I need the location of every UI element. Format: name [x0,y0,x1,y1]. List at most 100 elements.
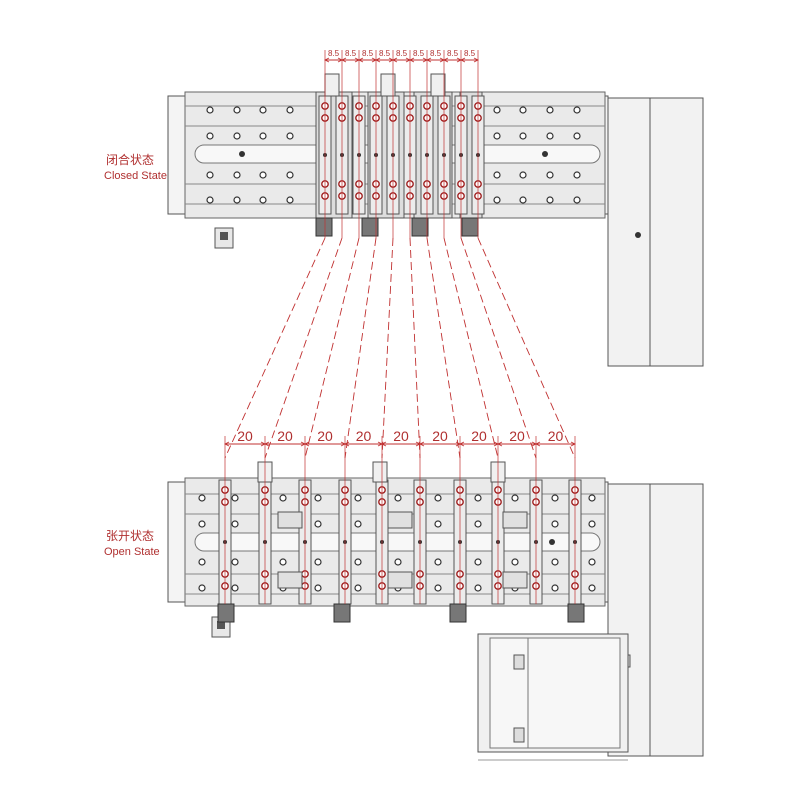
mount-hole [434,494,442,502]
open-state-assembly [167,461,704,761]
mount-hole [206,106,214,114]
mount-hole [286,106,294,114]
mount-hole [198,494,206,502]
clamp-block [502,571,528,589]
mount-hole [354,558,362,566]
mount-hole [546,132,554,140]
mount-hole [394,558,402,566]
mount-hole [474,494,482,502]
dimension-arrow [459,441,465,447]
mount-hole [286,132,294,140]
dimension-label: 8.5 [464,49,476,58]
carrier-foot [461,217,479,237]
mount-hole [519,171,527,179]
mount-hole [493,171,501,179]
dimension-arrow [570,441,576,447]
dimension-label: 20 [471,428,487,444]
dimension-arrow [304,441,310,447]
mount-hole [279,558,287,566]
mount-hole [206,132,214,140]
clamp-block [387,511,413,529]
dimension-label: 20 [393,428,409,444]
dimension-label: 20 [509,428,525,444]
dimension-label: 8.5 [379,49,391,58]
carrier-foot [567,603,585,623]
dimension-arrow [497,441,503,447]
dimension-arrow [358,57,364,63]
mount-hole [286,171,294,179]
dimension-label: 8.5 [362,49,374,58]
mount-hole [511,558,519,566]
carrier-foot [217,603,235,623]
dimension-label: 8.5 [328,49,340,58]
mount-hole [519,106,527,114]
mount-hole [394,494,402,502]
mount-hole [354,520,362,528]
clamp-block [502,511,528,529]
closed-state-assembly [167,73,704,367]
mount-hole [354,494,362,502]
mount-hole [259,132,267,140]
mount-hole [231,520,239,528]
dimension-arrow [324,57,330,63]
mount-hole [314,520,322,528]
dimension-arrow [409,57,415,63]
jaw-cap [372,461,388,483]
mount-hole [546,171,554,179]
dimension-arrow [419,441,425,447]
carrier-foot [333,603,351,623]
mount-hole [206,171,214,179]
mount-hole [259,106,267,114]
mount-hole [434,520,442,528]
mount-hole [314,584,322,592]
dimension-arrow [381,441,387,447]
open-state-label-cn: 张开状态 [106,529,154,543]
closed-state-label-en: Closed State [104,170,167,182]
dimension-label: 20 [432,428,448,444]
mount-hole [354,584,362,592]
dimension-arrow [473,57,479,63]
mount-hole [434,584,442,592]
jaw-cap [430,73,446,97]
mount-hole [511,494,519,502]
carrier-foot [411,217,429,237]
carrier-foot [449,603,467,623]
motor-body [477,633,629,761]
mount-hole [588,584,596,592]
dimension-label: 20 [548,428,564,444]
projection-line [443,237,499,459]
dimension-label: 8.5 [413,49,425,58]
projection-line [477,237,576,459]
projection-line [224,237,326,459]
projection-line [460,237,537,459]
projection-line [344,237,377,459]
closed-base-holes [206,106,581,204]
mount-hole [198,584,206,592]
mount-hole [198,558,206,566]
dimension-arrow [535,441,541,447]
mount-hole [493,196,501,204]
mount-hole [519,132,527,140]
projection-line [409,237,421,459]
mount-hole [493,106,501,114]
mount-hole [551,584,559,592]
dimension-label: 20 [237,428,253,444]
mount-hole [474,520,482,528]
clamp-block [277,511,303,529]
dimension-label: 8.5 [345,49,357,58]
projection-line [304,237,360,459]
mount-hole [233,106,241,114]
mount-hole [259,196,267,204]
mount-hole [573,171,581,179]
mount-hole [231,494,239,502]
projection-lines [224,237,576,459]
mount-hole [434,558,442,566]
mount-hole [588,494,596,502]
dimension-label: 8.5 [447,49,459,58]
mount-hole [279,494,287,502]
dimension-label: 20 [317,428,333,444]
mount-hole [546,196,554,204]
projection-line [426,237,461,459]
mount-hole [314,558,322,566]
carrier-foot [361,217,379,237]
